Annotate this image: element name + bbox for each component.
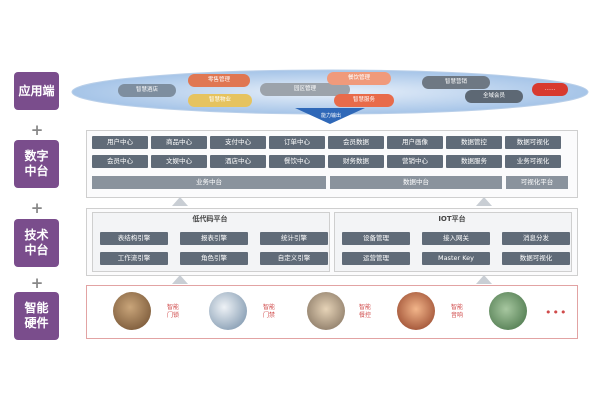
lowcode-engine-item: 报表引擎 (180, 232, 248, 245)
lowcode-engine-item: 统计引擎 (260, 232, 328, 245)
digital-center-bar: 业务中台 (92, 176, 326, 189)
lowcode-title: 低代码平台 (192, 215, 228, 223)
hardware-label-audio: 智能 音响 (451, 304, 464, 319)
iot-platform-item: 运营管理 (342, 252, 410, 265)
hardware-label-dining: 智能 餐控 (359, 304, 372, 319)
digital-center-item: 餐饮中心 (269, 155, 325, 168)
lowcode-engine-item: 自定义引擎 (260, 252, 328, 265)
layer-label-tech: 技术 中台 (14, 219, 59, 267)
digital-center-item: 财务数据 (328, 155, 384, 168)
iot-title: IOT平台 (438, 215, 466, 223)
digital-center-item: 营销中心 (387, 155, 443, 168)
digital-center-item: 支付中心 (210, 136, 266, 149)
iot-platform-item: 接入网关 (422, 232, 490, 245)
plus-sign: + (30, 274, 44, 292)
digital-center-item: 数据管控 (446, 136, 502, 149)
lowcode-engine-item: 工作流引擎 (100, 252, 168, 265)
up-arrow-icon (476, 197, 492, 206)
digital-center-item: 商品中心 (151, 136, 207, 149)
hardware-panel: 智能 门锁 智能 门禁 智能 餐控 智能 音响 ••• (86, 285, 578, 339)
app-item-retail: 零售管理 (188, 74, 250, 87)
hardware-label-access: 智能 门禁 (263, 304, 276, 319)
iot-platform-item: Master Key (422, 252, 490, 265)
app-item-more: …… (532, 83, 568, 96)
digital-center-item: 会员数据 (328, 136, 384, 149)
digital-center-item: 酒店中心 (210, 155, 266, 168)
digital-center-item: 用户中心 (92, 136, 148, 149)
hardware-label-lock: 智能 门锁 (167, 304, 180, 319)
layer-label-application: 应用端 (14, 72, 59, 110)
app-item-smart-hotel: 智慧酒店 (118, 84, 176, 97)
up-arrow-icon (172, 197, 188, 206)
lowcode-engine-item: 表结构引擎 (100, 232, 168, 245)
smart-dining-photo (307, 292, 345, 330)
smart-audio-photo (397, 292, 435, 330)
digital-center-item: 用户画像 (387, 136, 443, 149)
digital-center-item: 订单中心 (269, 136, 325, 149)
plus-sign: + (30, 199, 44, 217)
app-item-membership: 全域会员 (465, 90, 523, 103)
iot-platform-item: 数据可视化 (502, 252, 570, 265)
more-indicator: ••• (545, 306, 568, 319)
iot-platform-item: 消息分发 (502, 232, 570, 245)
smart-lock-photo (113, 292, 151, 330)
lowcode-engine-item: 角色引擎 (180, 252, 248, 265)
digital-center-item: 数据可视化 (505, 136, 561, 149)
digital-center-item: 数据服务 (446, 155, 502, 168)
smart-more-photo (489, 292, 527, 330)
layer-label-hardware: 智能 硬件 (14, 292, 59, 340)
up-arrow-icon (476, 275, 492, 284)
app-item-park: 园区管理 (260, 83, 350, 96)
application-items: 智慧酒店 零售管理 智慧物业 园区管理 餐饮管理 智慧服务 智慧营销 全域会员 … (70, 70, 590, 122)
capability-output-caption: 能力输出 (320, 113, 341, 119)
smart-access-photo (209, 292, 247, 330)
app-item-service: 智慧服务 (334, 94, 394, 107)
digital-center-item: 文娱中心 (151, 155, 207, 168)
up-arrow-icon (172, 275, 188, 284)
plus-sign: + (30, 121, 44, 139)
capability-output-triangle (295, 108, 365, 124)
digital-center-bar: 可视化平台 (506, 176, 568, 189)
iot-platform-item: 设备管理 (342, 232, 410, 245)
digital-center-bar: 数据中台 (330, 176, 502, 189)
app-item-property: 智慧物业 (188, 94, 252, 107)
app-item-marketing: 智慧营销 (422, 76, 490, 89)
digital-center-item: 会员中心 (92, 155, 148, 168)
layer-label-digital: 数字 中台 (14, 140, 59, 188)
app-item-dining: 餐饮管理 (327, 72, 391, 85)
digital-center-item: 业务可视化 (505, 155, 561, 168)
